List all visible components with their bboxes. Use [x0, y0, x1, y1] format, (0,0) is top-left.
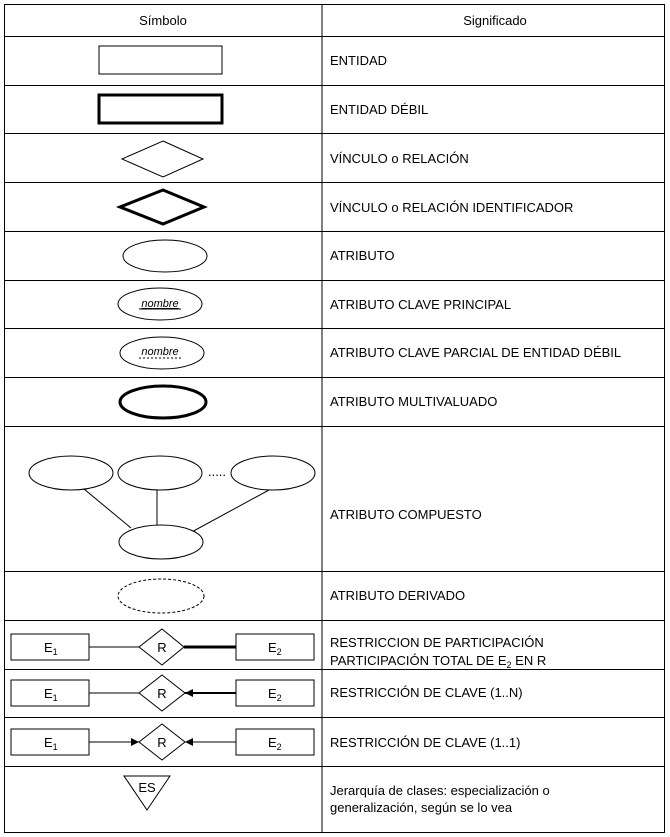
- key-1n-e2-label: E2: [268, 686, 282, 703]
- key-attribute-symbol: [117, 287, 203, 321]
- key-11-e2-label: E2: [268, 735, 282, 752]
- attribute-symbol: [122, 239, 208, 273]
- participation-r-label: R: [157, 640, 166, 655]
- relationship-meaning: VÍNCULO o RELACIÓN: [330, 151, 469, 166]
- er-notation-table: Símbolo Significado ENTIDAD ENTIDAD DÉBI…: [4, 4, 665, 833]
- key-constraint-1n-meaning: RESTRICCIÓN DE CLAVE (1..N): [330, 685, 523, 700]
- attribute-meaning: ATRIBUTO: [330, 248, 395, 263]
- participation-constraint-meaning-line1: RESTRICCION DE PARTICIPACIÓN: [330, 635, 544, 650]
- derived-attribute-symbol: [117, 578, 205, 614]
- multivalued-attribute-meaning: ATRIBUTO MULTIVALUADO: [330, 394, 497, 409]
- class-hierarchy-meaning-line1: Jerarquía de clases: especialización o: [330, 783, 550, 798]
- key-11-e1-label: E1: [44, 735, 58, 752]
- weak-entity-meaning: ENTIDAD DÉBIL: [330, 102, 428, 117]
- participation-e2-label: E2: [268, 640, 282, 657]
- key-1n-r-label: R: [157, 686, 166, 701]
- multivalued-attribute-symbol: [118, 384, 208, 420]
- relationship-symbol: [120, 140, 205, 178]
- weak-entity-symbol: [97, 93, 224, 125]
- specialization-triangle-symbol: [123, 775, 171, 811]
- composite-attribute-meaning: ATRIBUTO COMPUESTO: [330, 507, 482, 522]
- composite-attribute-symbol: [28, 455, 316, 560]
- identifying-relationship-symbol: [115, 188, 208, 226]
- participation-e1-label: E1: [44, 640, 58, 657]
- participation-constraint-meaning-line2: PARTICIPACIÓN TOTAL DE E2 EN R: [330, 653, 546, 670]
- specialization-triangle-label: ES: [138, 780, 156, 795]
- partial-key-attribute-text: nombre: [141, 346, 178, 358]
- header-symbol: Símbolo: [139, 13, 187, 28]
- key-11-r-label: R: [157, 735, 166, 750]
- entity-symbol: [98, 45, 223, 75]
- key-constraint-11-symbol: [10, 723, 315, 761]
- key-constraint-1n-symbol: [10, 674, 315, 712]
- row-dividers: [4, 36, 665, 767]
- key-constraint-11-meaning: RESTRICCIÓN DE CLAVE (1..1): [330, 735, 520, 750]
- partial-key-attribute-meaning: ATRIBUTO CLAVE PARCIAL DE ENTIDAD DÉBIL: [330, 345, 621, 360]
- key-attribute-text: nombre: [141, 298, 178, 310]
- partial-key-attribute-symbol: [119, 336, 205, 370]
- key-attribute-meaning: ATRIBUTO CLAVE PRINCIPAL: [330, 297, 511, 312]
- identifying-relationship-meaning: VÍNCULO o RELACIÓN IDENTIFICADOR: [330, 200, 573, 215]
- table-border: [4, 4, 665, 833]
- composite-attribute-ellipsis: .....: [208, 464, 226, 479]
- derived-attribute-meaning: ATRIBUTO DERIVADO: [330, 588, 465, 603]
- entity-meaning: ENTIDAD: [330, 53, 387, 68]
- header-meaning: Significado: [463, 13, 527, 28]
- class-hierarchy-meaning-line2: generalización, según se lo vea: [330, 800, 513, 815]
- participation-constraint-symbol: [10, 628, 315, 666]
- key-1n-e1-label: E1: [44, 686, 58, 703]
